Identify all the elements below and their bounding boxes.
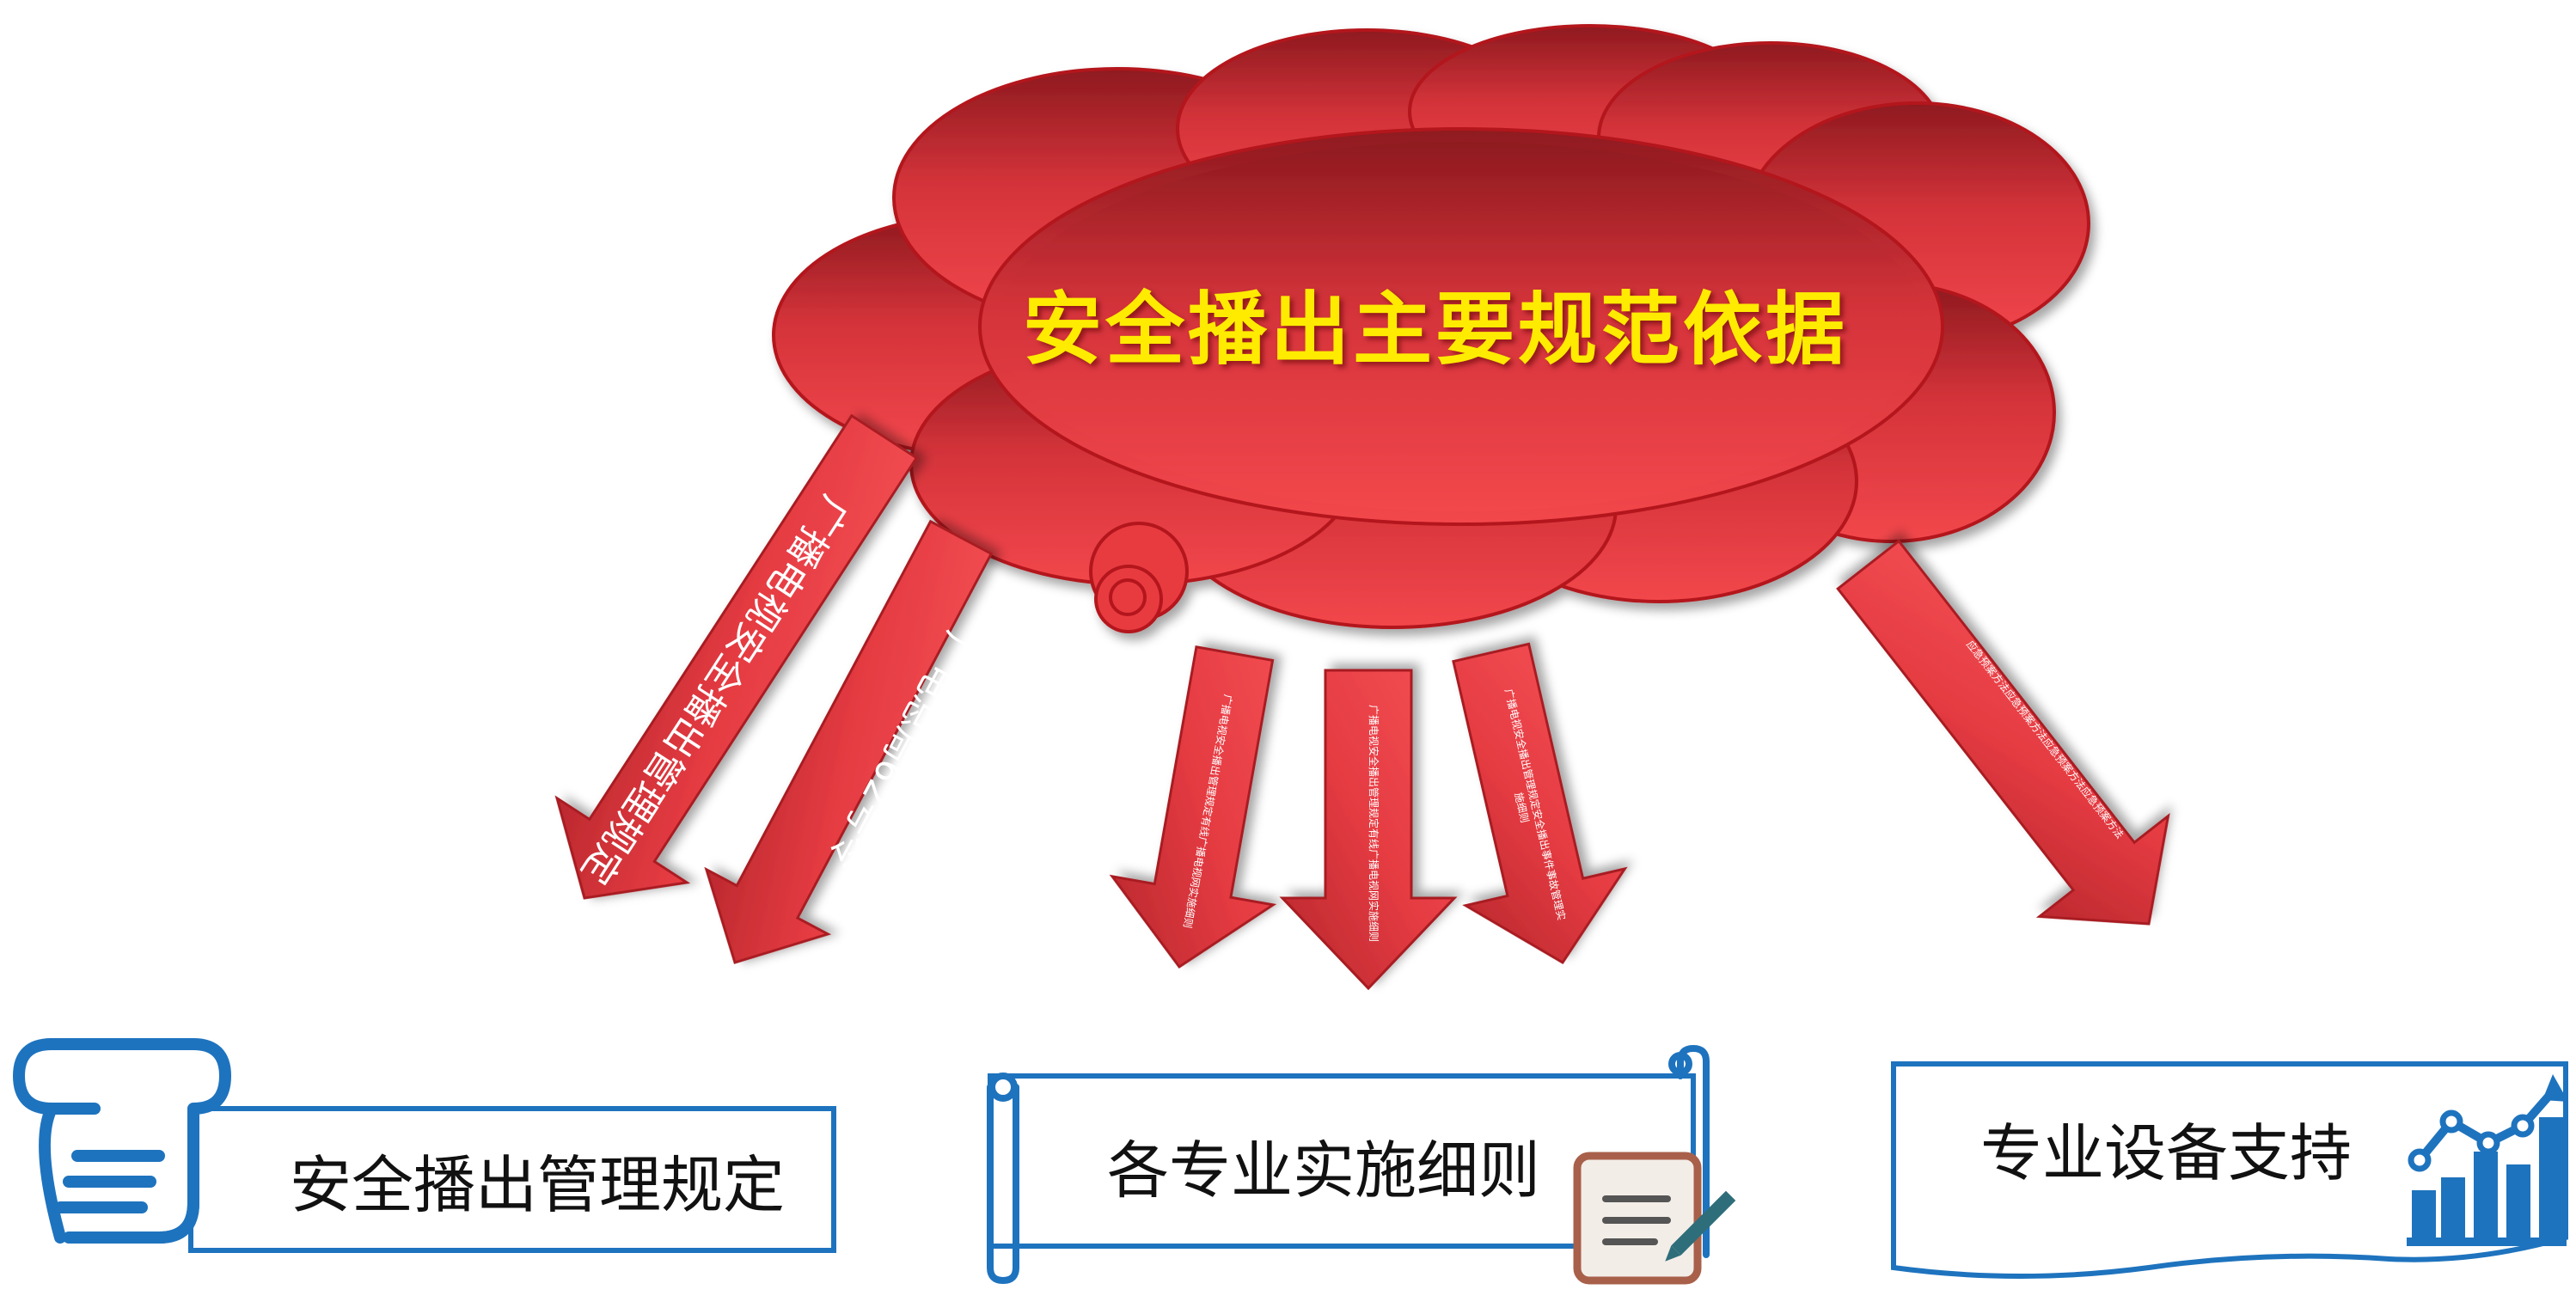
arrow-regulation (554, 413, 919, 900)
box-right (1891, 1061, 2568, 1279)
label-professional-equipment-support: 专业设备支持 (1979, 1116, 2352, 1189)
bar-chart-icon (2407, 1074, 2568, 1246)
arrow-cable-network-rules-2 (1279, 669, 1458, 991)
arrow-label-cable-network-rules-2: 广播电视安全播出管理规定有线广播电视网实施细则 (1368, 704, 1380, 942)
title-cloud (772, 24, 2090, 633)
scroll-frame-center (987, 1044, 1710, 1285)
arrow-cable-network-rules-1 (1109, 645, 1277, 969)
diagram-title: 安全播出主要规范依据 (1022, 282, 1848, 376)
arrow-order-62 (704, 519, 994, 964)
arrow-emergency-plan (1836, 539, 2170, 926)
arrow-incident-rules (1452, 642, 1628, 965)
note-pen-icon (1573, 1152, 1736, 1285)
box-left (188, 1106, 836, 1253)
label-professional-implementation-rules: 各专业实施细则 (1106, 1134, 1540, 1207)
scroll-document-icon (13, 1038, 231, 1244)
label-safety-broadcast-regulation: 安全播出管理规定 (289, 1149, 785, 1221)
